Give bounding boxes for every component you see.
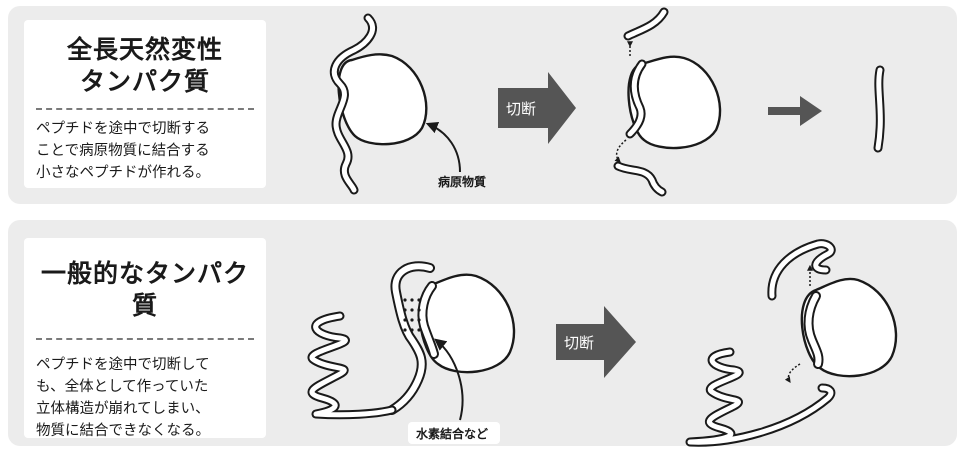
- callout-label-hbond: 水素結合など: [416, 426, 488, 441]
- callout-arrow: [428, 124, 460, 172]
- callout-label-pathogen: 病原物質: [438, 174, 486, 189]
- cut-arrow-label: 切断: [564, 334, 594, 352]
- helix-coil-fragment: [690, 352, 831, 442]
- cut-arrow-label: 切断: [506, 100, 536, 118]
- peptide-fragment-bound: [630, 64, 642, 134]
- folded-protein-hairpin: [392, 266, 434, 410]
- pathogen-blob: [339, 54, 427, 144]
- small-peptide: [878, 70, 880, 148]
- peptide-fragment-top: [628, 12, 664, 36]
- peptide-fragment-bottom: [618, 166, 662, 192]
- helix-coil: [312, 316, 392, 415]
